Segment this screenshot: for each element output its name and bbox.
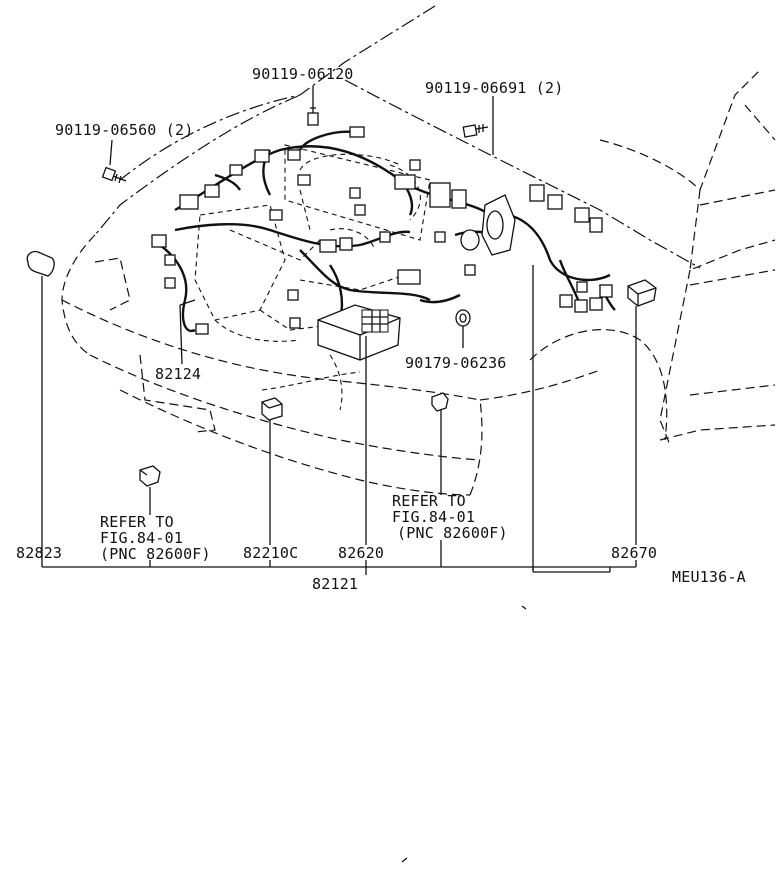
label-refer-left-line-2: FIG.84-01	[100, 529, 183, 547]
refer-right-part-icon	[431, 392, 449, 412]
bumper-outline	[61, 234, 601, 496]
sensor-82823-icon	[26, 250, 55, 283]
label-part-82823: 82823	[16, 544, 62, 562]
label-grommet-90179-06236: 90179-06236	[405, 354, 507, 372]
label-wire-82124: 82124	[155, 365, 201, 383]
bolt-90119-06691-icon	[462, 124, 489, 138]
bolt-90119-06560-icon	[101, 166, 127, 184]
connector-82670-icon	[627, 279, 657, 307]
label-refer-left-line-3: (PNC 82600F)	[100, 545, 211, 563]
label-refer-right-line-1: REFER TO	[392, 492, 466, 510]
switch-82210c-icon	[261, 397, 283, 421]
label-part-82121: 82121	[312, 575, 358, 593]
refer-left-part-icon	[139, 465, 161, 487]
drawing-id: MEU136-A	[672, 568, 746, 586]
stray-marks	[401, 605, 527, 863]
label-part-82620: 82620	[338, 544, 384, 562]
bolt-90119-06120-icon	[307, 105, 319, 126]
label-refer-right-line-3: (PNC 82600F)	[397, 524, 508, 542]
grommet-assembly	[460, 194, 516, 256]
grommet-90179-06236-icon	[455, 309, 471, 327]
harness-connectors	[151, 126, 613, 335]
label-bolt-90119-06691: 90119-06691 (2)	[425, 79, 563, 97]
label-refer-left-line-1: REFER TO	[100, 513, 174, 531]
fuse-block-82620	[317, 304, 401, 361]
fender-outline	[529, 69, 776, 446]
hood-outline	[94, 5, 701, 269]
part-labels: 90119-06120 90119-06691 (2) 90119-06560 …	[16, 65, 746, 593]
label-part-82670: 82670	[611, 544, 657, 562]
leader-lines	[41, 86, 637, 575]
label-bolt-90119-06560: 90119-06560 (2)	[55, 121, 193, 139]
label-part-82210c: 82210C	[243, 544, 298, 562]
label-bolt-90119-06120: 90119-06120	[252, 65, 354, 83]
label-refer-right-line-2: FIG.84-01	[392, 508, 475, 526]
